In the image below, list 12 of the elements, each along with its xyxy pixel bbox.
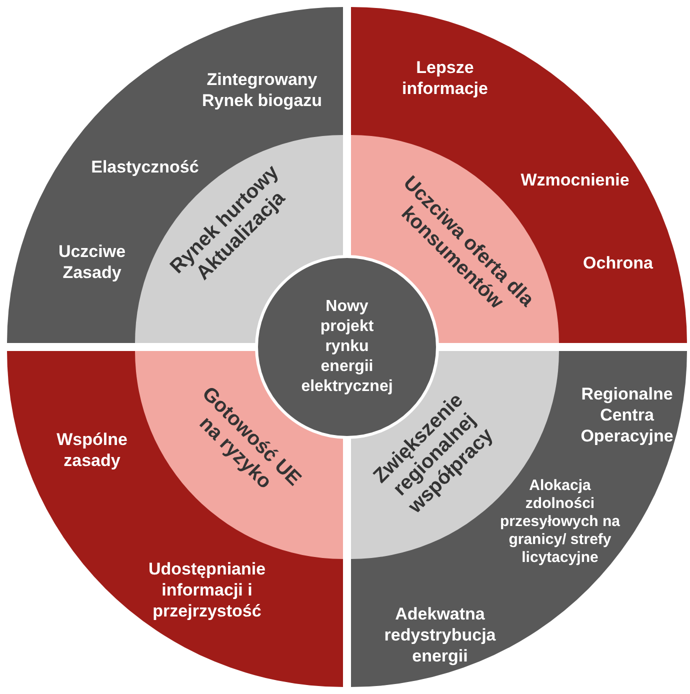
segment-label: Uczciwe Zasady bbox=[57, 241, 127, 283]
segment-label: Ochrona bbox=[582, 252, 654, 274]
segment-label: Udostępnianie informacji i przejrzystość bbox=[147, 558, 267, 622]
segment-label: Zintegrowany Rynek biogazu bbox=[201, 69, 323, 111]
segment-label: Adekwatna redystrybucja energii bbox=[383, 604, 497, 666]
segment-label: Elastyczność bbox=[90, 156, 200, 178]
segment-label: Regionalne Centra Operacyjne bbox=[580, 384, 674, 446]
segment-label: Wspólne zasady bbox=[56, 429, 128, 471]
segment-label: Alokacja zdolności przesyłowych na granicy/ strefy licytacyjne bbox=[498, 477, 622, 567]
segment-label: Lepsze informacje bbox=[401, 57, 489, 99]
segment-label: Wzmocnienie bbox=[520, 170, 630, 190]
center-title: Nowy projekt rynku energii elektrycznej bbox=[300, 297, 394, 396]
